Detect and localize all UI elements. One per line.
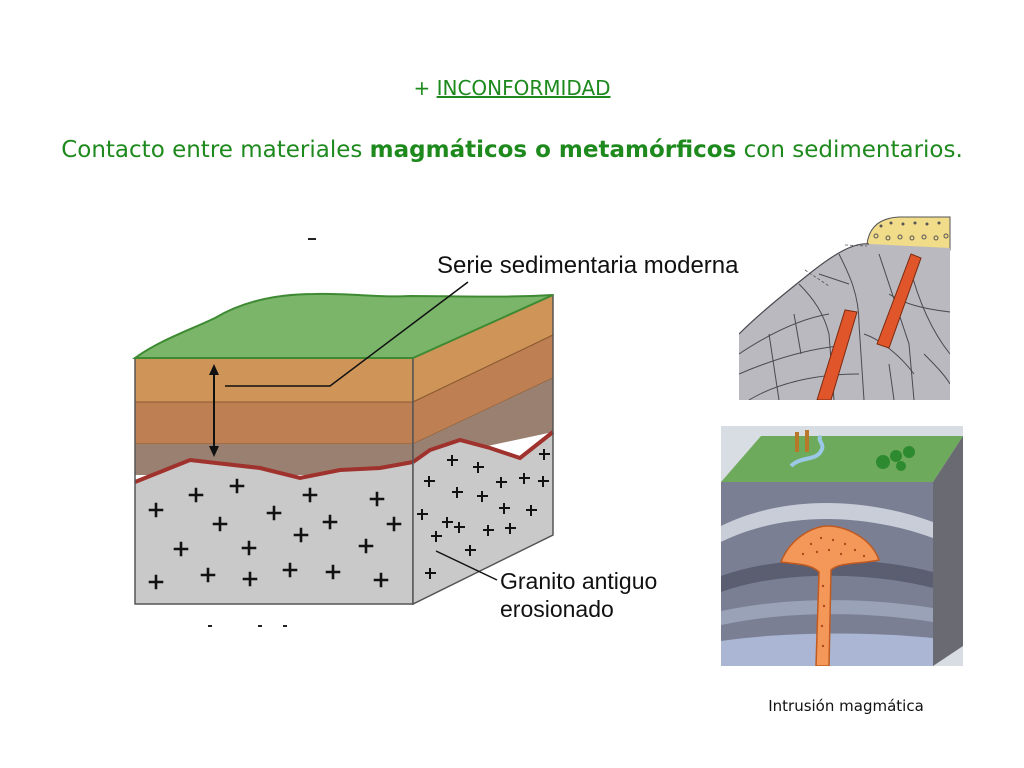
tree-icons bbox=[795, 430, 915, 471]
definition-before: Contacto entre materiales bbox=[61, 137, 363, 163]
label-serie-sedimentaria: Serie sedimentaria moderna bbox=[437, 252, 739, 279]
side-face bbox=[411, 293, 555, 606]
intrusion-caption: Intrusión magmática bbox=[768, 697, 924, 715]
label-granito-line2: erosionado bbox=[500, 596, 614, 622]
definition-text: Contacto entre materiales magmáticos o m… bbox=[0, 137, 1024, 163]
dike-2 bbox=[876, 253, 922, 349]
intrusion-body bbox=[779, 525, 880, 666]
label-leader-top bbox=[225, 281, 469, 387]
definition-emphasis: magmáticos o metamórficos bbox=[369, 137, 737, 163]
label-granito-line1: Granito antiguo bbox=[500, 568, 658, 594]
label-leader-bottom bbox=[435, 550, 498, 581]
intrusion-top-surface bbox=[721, 436, 963, 482]
magmatic-intrusion-illustration bbox=[721, 426, 963, 666]
granite-crosses-front bbox=[148, 478, 402, 590]
crystalline-rock bbox=[739, 243, 950, 400]
sediment-cap bbox=[866, 216, 951, 251]
dike-cross-section-illustration bbox=[739, 216, 951, 400]
grass-surface bbox=[131, 292, 554, 359]
heading-prefix: + bbox=[413, 76, 431, 100]
granite-crosses-side bbox=[417, 449, 550, 579]
front-face bbox=[134, 357, 414, 605]
definition-after: con sedimentarios. bbox=[743, 137, 963, 163]
dike-1 bbox=[816, 309, 858, 400]
slide-heading: + INCONFORMIDAD bbox=[0, 76, 1024, 100]
heading-title: INCONFORMIDAD bbox=[436, 76, 611, 100]
